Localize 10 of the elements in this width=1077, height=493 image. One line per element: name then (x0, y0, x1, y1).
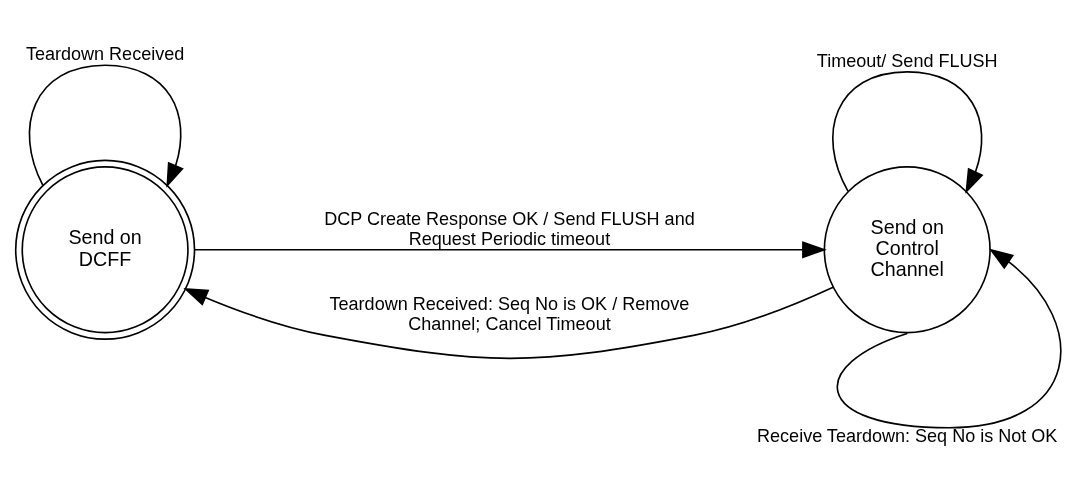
edge-label: DCP Create Response OK / Send FLUSH and Request Periodic timeout (324, 208, 695, 249)
edge-label: Timeout/ Send FLUSH (816, 50, 998, 71)
arrow (28, 64, 184, 188)
arrow (832, 71, 984, 194)
edge-label: Teardown Received (25, 44, 185, 64)
edge-label: Teardown Received: Seq No is OK / Remove Channel; Cancel Timeout (329, 294, 690, 334)
arrow (183, 286, 834, 360)
arrow (193, 241, 827, 259)
arrow (837, 248, 1062, 429)
edge-label: Receive Teardown: Seq No is Not OK (757, 426, 1058, 447)
